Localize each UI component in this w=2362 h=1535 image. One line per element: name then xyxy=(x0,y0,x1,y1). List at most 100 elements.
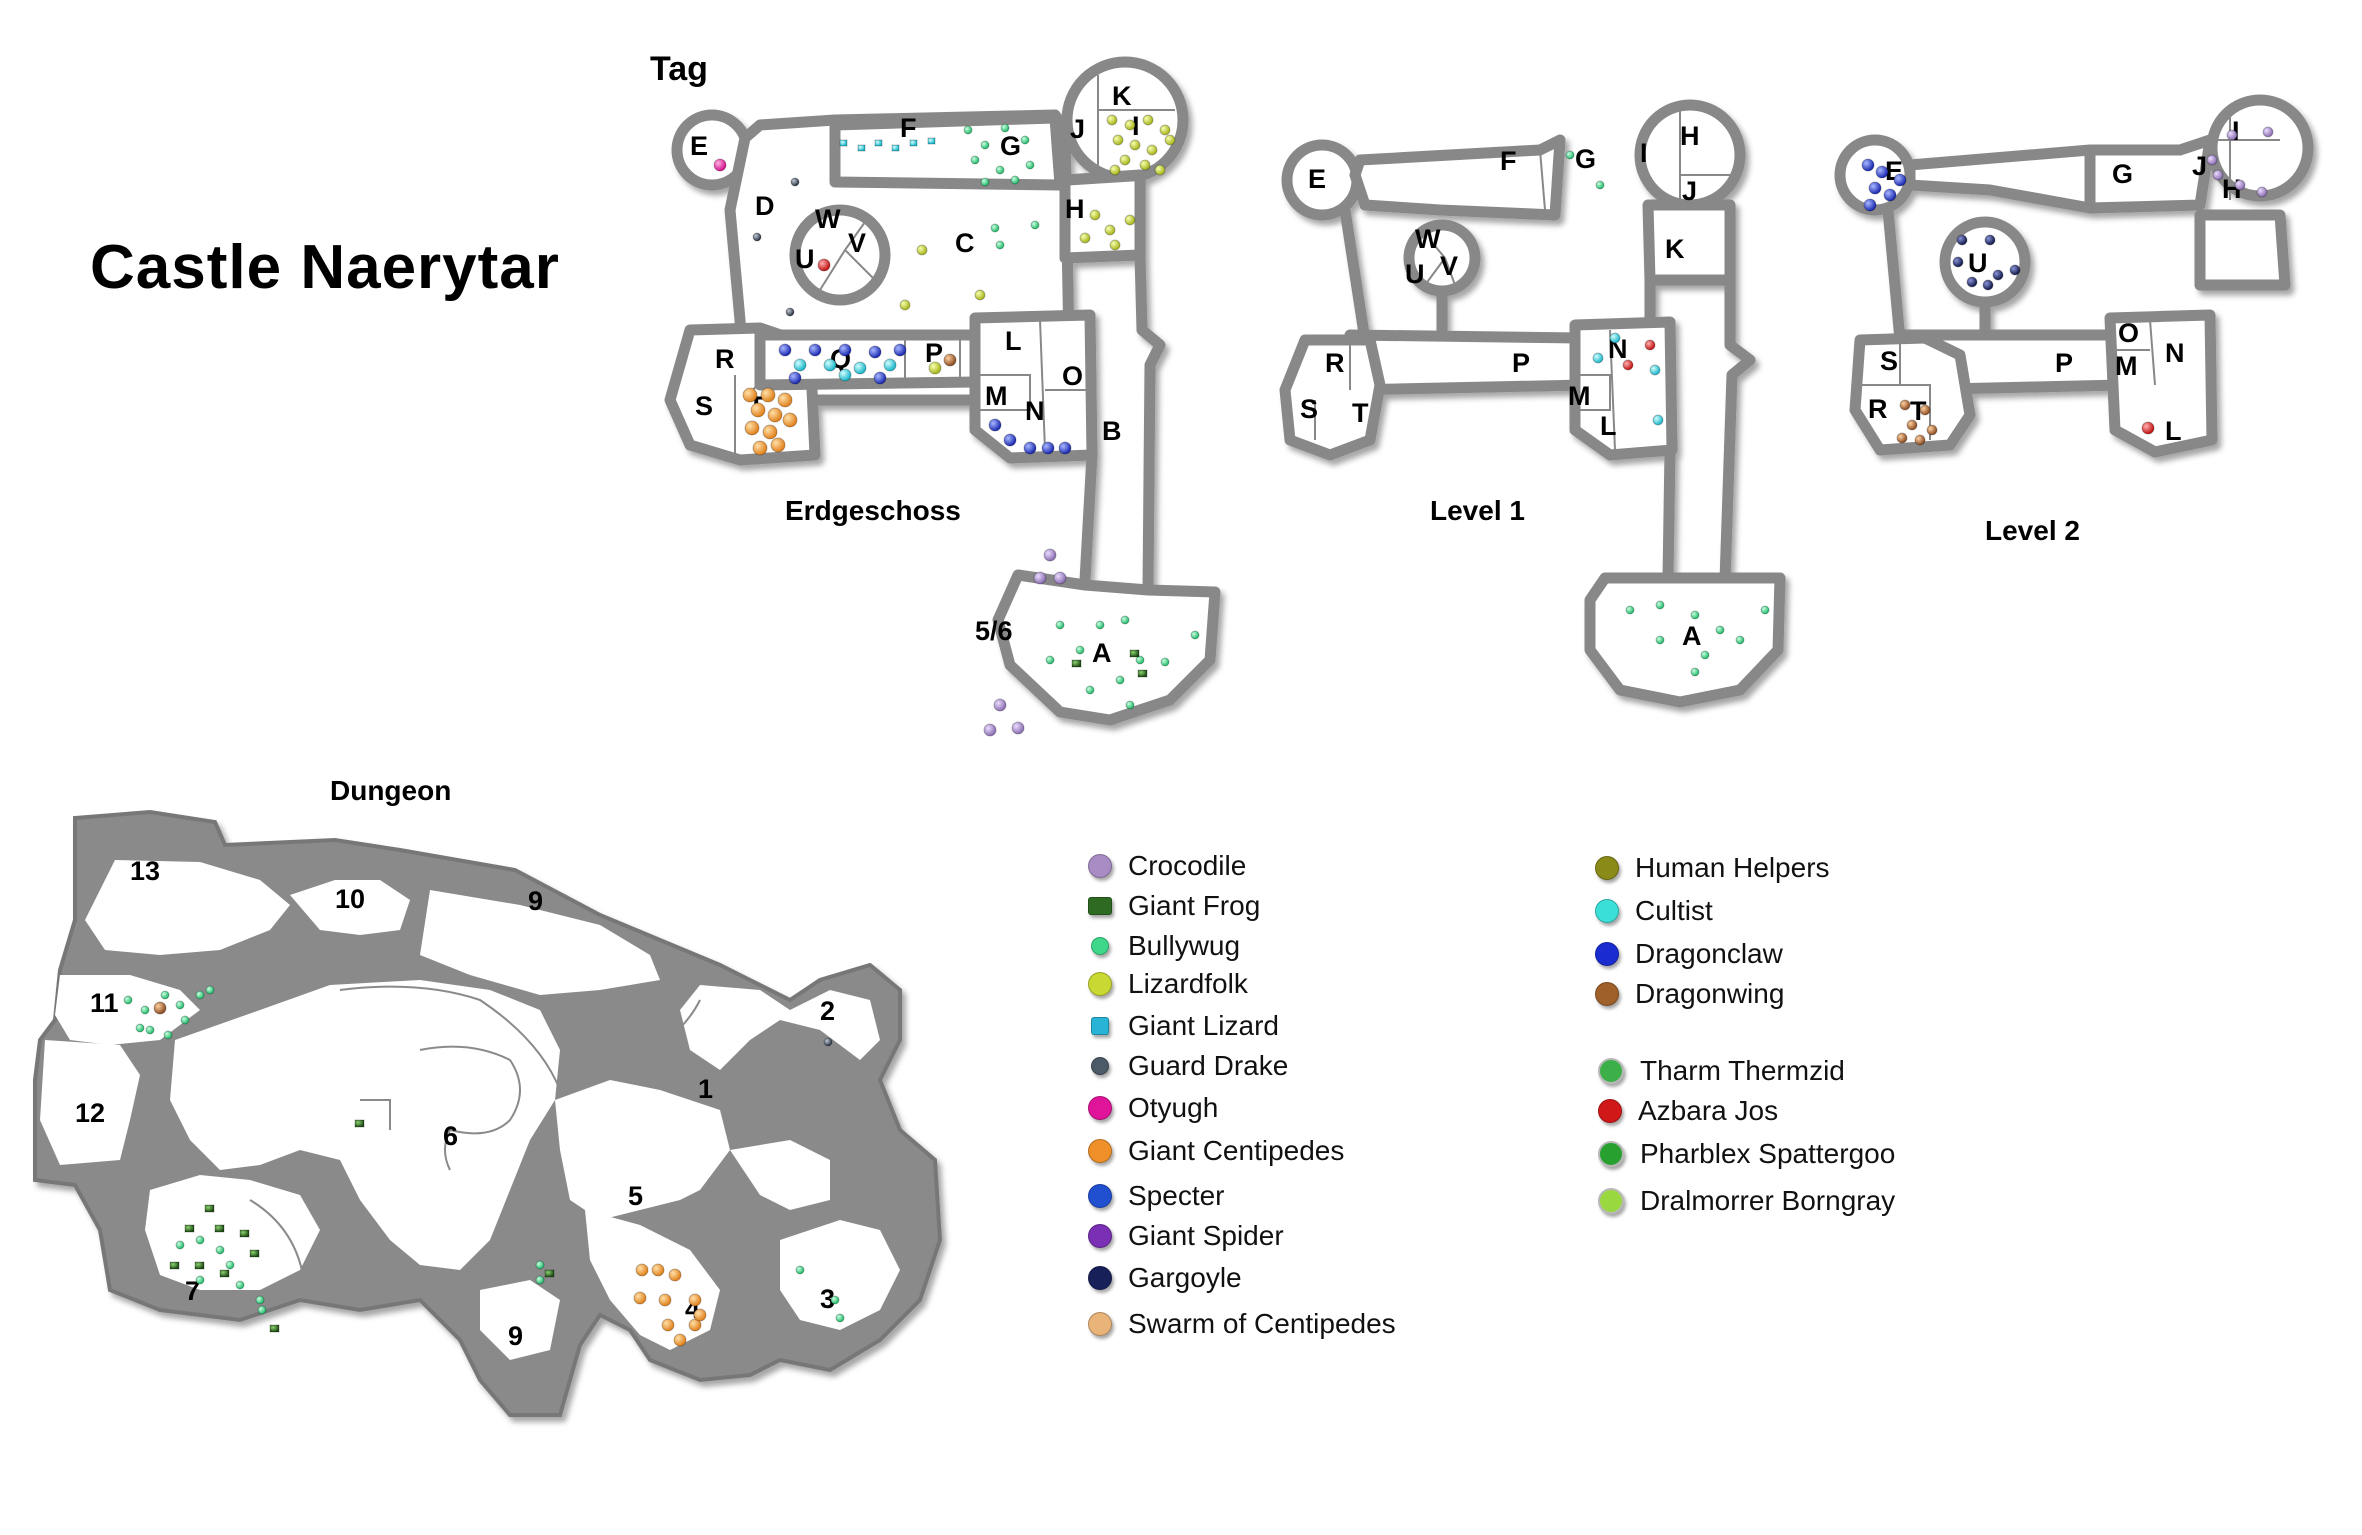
room-label: L xyxy=(1600,411,1617,441)
room-label: F xyxy=(1500,146,1517,176)
room-label: L xyxy=(2165,416,2182,446)
ground-floor-interior-walls xyxy=(734,75,1175,460)
room-label: 5 xyxy=(628,1181,643,1211)
room-label: S xyxy=(1300,394,1318,424)
dungeon-caption: Dungeon xyxy=(330,775,451,806)
legend-item: Crocodile xyxy=(1088,850,1246,882)
room-label: S xyxy=(1880,346,1898,376)
room-label: O xyxy=(2118,318,2139,348)
room-label: H xyxy=(1680,121,1700,151)
room-label: R xyxy=(715,344,735,374)
legend-item: Swarm of Centipedes xyxy=(1088,1308,1396,1340)
room-label: W xyxy=(1415,224,1441,254)
room-label: R xyxy=(1325,348,1345,378)
room-label: T xyxy=(1910,396,1927,426)
room-label: 12 xyxy=(75,1098,105,1128)
legend-item: Cultist xyxy=(1595,895,1713,927)
room-label: S xyxy=(695,391,713,421)
room-label: K xyxy=(1112,81,1132,111)
room-label: 5/6 xyxy=(975,616,1013,646)
room-label: B xyxy=(1102,416,1122,446)
dungeon-map xyxy=(33,809,943,1417)
room-label: M xyxy=(1568,381,1591,411)
token-azbara xyxy=(817,258,831,272)
token-azbara-l2 xyxy=(2141,421,2155,435)
room-label: 9 xyxy=(528,886,543,916)
legend-item: Giant Spider xyxy=(1088,1220,1284,1252)
token-dragonclaw-n xyxy=(988,418,1072,455)
token-cultist-l1 xyxy=(1592,332,1664,426)
room-label: 13 xyxy=(130,856,160,886)
room-label: I xyxy=(2232,116,2240,146)
tag-caption: Tag xyxy=(650,50,708,88)
legend-item: Bullywug xyxy=(1088,930,1240,962)
legend-item: Guard Drake xyxy=(1088,1050,1288,1082)
cultist-marker xyxy=(1595,899,1619,923)
crocodile-marker xyxy=(1088,854,1112,878)
room-label: H xyxy=(1065,194,1085,224)
token-giant-centipedes xyxy=(742,387,798,456)
room-label: A xyxy=(1682,621,1702,651)
token-lizardfolk xyxy=(899,114,1176,311)
token-cultist-dragonclaw-q xyxy=(778,343,957,385)
room-label: D xyxy=(755,191,775,221)
room-label: 2 xyxy=(820,996,835,1026)
token-bullywug-l1 xyxy=(1565,150,1770,677)
legend-item: Specter xyxy=(1088,1180,1225,1212)
room-label: 7 xyxy=(185,1276,200,1306)
azbara-jos-marker xyxy=(1598,1099,1622,1123)
room-label: R xyxy=(1868,394,1888,424)
token-dragonwing-l2 xyxy=(1896,399,1938,446)
room-label: M xyxy=(985,381,1008,411)
gargoyle-marker xyxy=(1088,1266,1112,1290)
token-swarm-centipedes-dungeon xyxy=(633,1263,707,1347)
legend-item: Giant Frog xyxy=(1088,890,1260,922)
legend-item: Gargoyle xyxy=(1088,1262,1242,1294)
room-label: T xyxy=(1352,398,1369,428)
room-label: F xyxy=(900,113,917,143)
legend-item: Tharm Thermzid xyxy=(1598,1055,1845,1087)
token-giant-frog-ground xyxy=(1071,649,1148,678)
room-label: G xyxy=(1000,131,1021,161)
dragonwing-marker xyxy=(1595,982,1619,1006)
room-label: I xyxy=(1640,138,1648,168)
room-label: U xyxy=(1405,259,1425,289)
level-1-map xyxy=(1279,99,1786,708)
legend-item: Dragonclaw xyxy=(1595,938,1783,970)
token-giant-spider-l2 xyxy=(2206,126,2274,198)
tharm-thermzid-marker xyxy=(1598,1058,1624,1084)
dragonclaw-marker xyxy=(1595,942,1619,966)
room-label: J xyxy=(1070,114,1085,144)
room-label: W xyxy=(815,204,841,234)
dralmorrer-borngray-marker xyxy=(1598,1188,1624,1214)
bullywug-marker xyxy=(1091,937,1109,955)
legend-item: Pharblex Spattergoo xyxy=(1598,1138,1895,1170)
giant-centipedes-marker xyxy=(1088,1139,1112,1163)
legend-item: Dralmorrer Borngray xyxy=(1598,1185,1895,1217)
room-label: 6 xyxy=(443,1121,458,1151)
otyugh-marker xyxy=(1088,1096,1112,1120)
legend-item: Lizardfolk xyxy=(1088,968,1248,1000)
legend-item: Azbara Jos xyxy=(1598,1095,1778,1127)
pharblex-spattergoo-marker xyxy=(1598,1141,1624,1167)
legend-item: Giant Centipedes xyxy=(1088,1135,1344,1167)
token-guard-drake xyxy=(752,177,800,317)
token-bullywug-ground xyxy=(963,123,1200,710)
room-label: 1 xyxy=(698,1074,713,1104)
swarm-of-centipedes-marker xyxy=(1088,1312,1112,1336)
monster-tokens xyxy=(123,114,2274,1347)
ground-room-labels: E F G J K I D W V U C H R Q P L O S T M … xyxy=(690,81,1140,668)
room-label: G xyxy=(2112,159,2133,189)
level-2-interior-walls xyxy=(1860,105,2280,440)
dungeon-trails xyxy=(249,985,701,1291)
room-label: 10 xyxy=(335,884,365,914)
map-title: Castle Naerytar xyxy=(90,233,560,302)
room-label: N xyxy=(2165,338,2185,368)
level-2-room-labels: E G I J H U S P O M N R T L xyxy=(1868,116,2242,446)
human-helpers-marker xyxy=(1595,856,1619,880)
room-label: 3 xyxy=(820,1284,835,1314)
room-label: P xyxy=(2055,348,2073,378)
room-label: E xyxy=(1308,164,1326,194)
room-label: V xyxy=(1440,251,1458,281)
